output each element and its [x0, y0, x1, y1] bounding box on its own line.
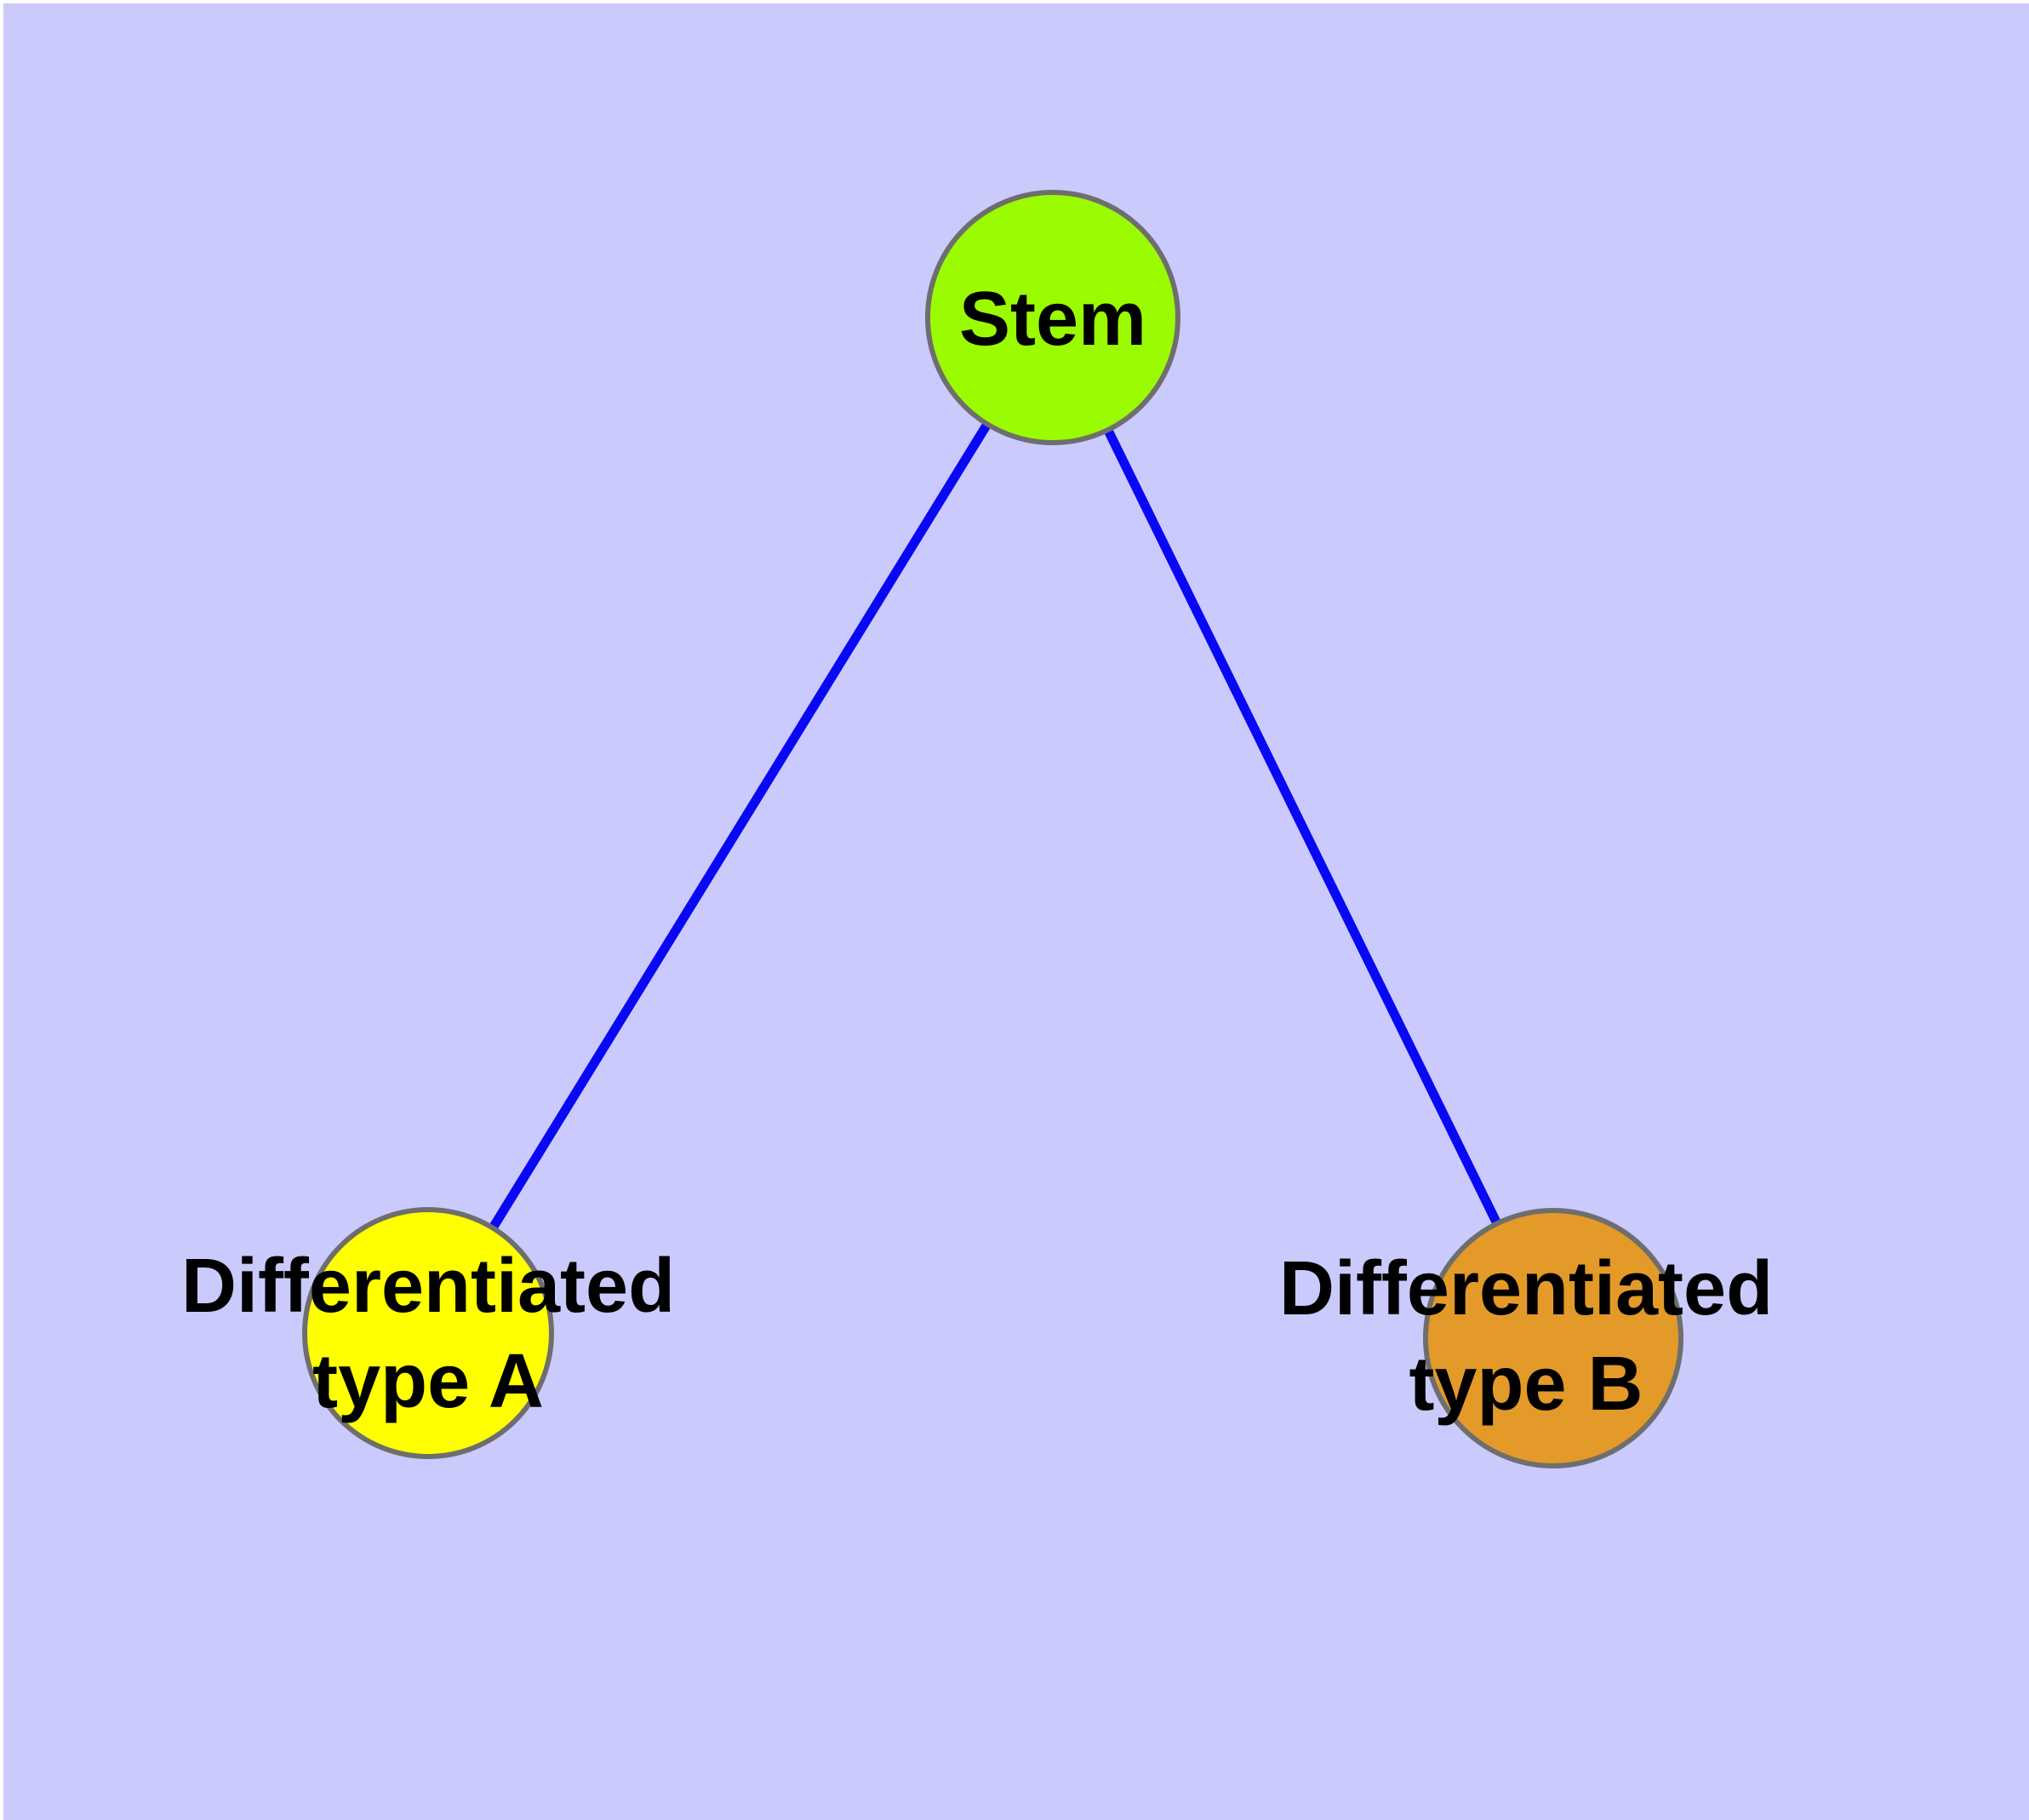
node-differentiated-type-b-circle: [1423, 1208, 1683, 1468]
edge-stem-to-type-b: [1049, 315, 1557, 1341]
node-differentiated-type-a-label: Differentiated type A: [180, 1244, 676, 1424]
node-differentiated-type-b-label: Differentiated type B: [1278, 1246, 1774, 1427]
node-stem-circle: [925, 190, 1180, 445]
edge-stem-to-type-a: [424, 315, 1057, 1336]
node-stem-label: Stem: [958, 277, 1147, 362]
node-differentiated-type-a-circle: [302, 1207, 554, 1459]
